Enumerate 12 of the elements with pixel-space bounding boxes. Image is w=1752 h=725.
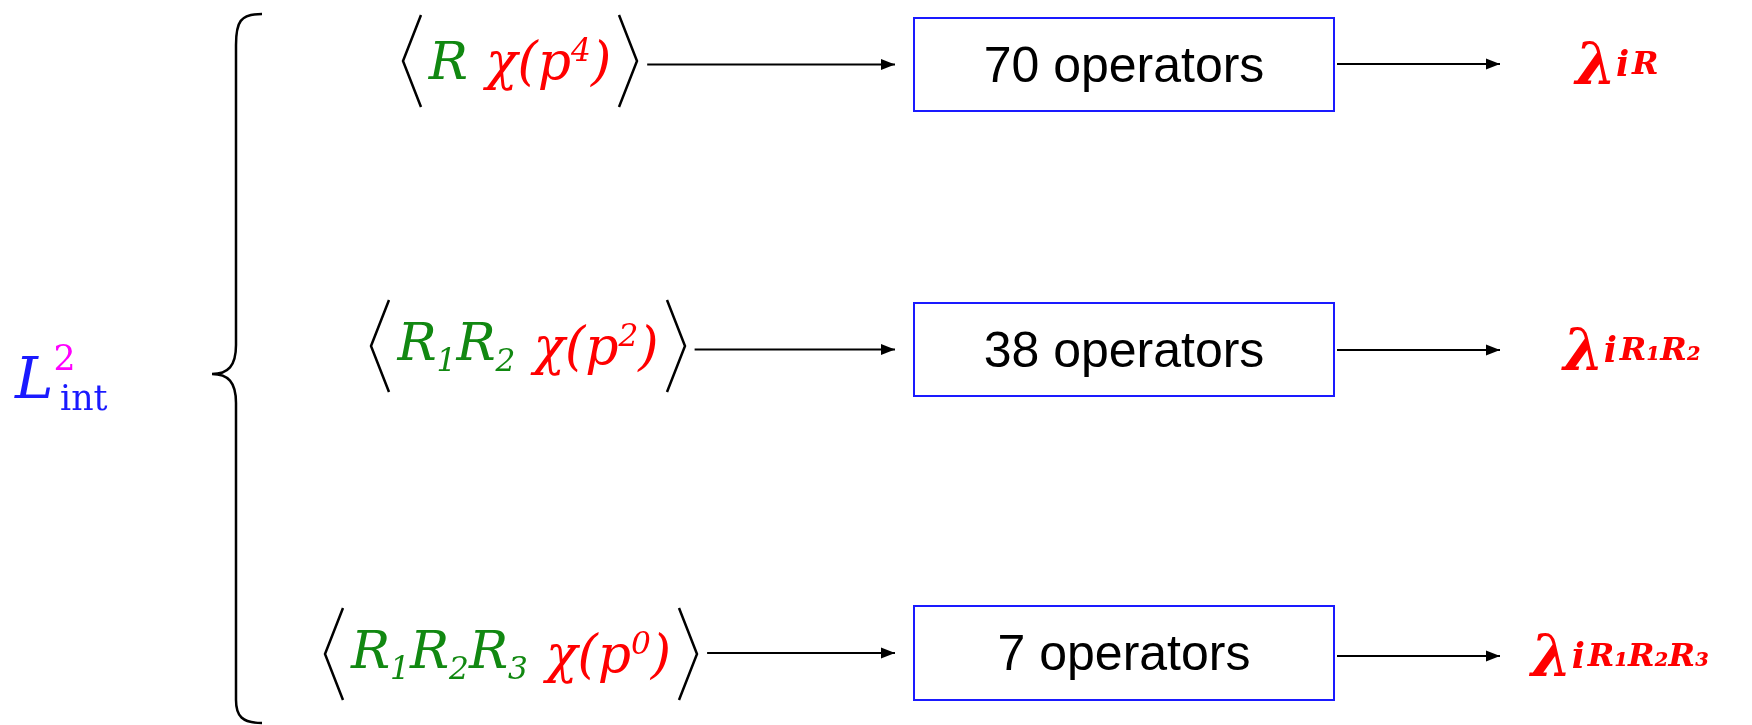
formula-text: R$_{1}$R$_{2}$ [397,315,516,377]
arrow [1336,650,1501,662]
arrow [1336,58,1501,70]
operator-box: 38 operators [913,302,1335,397]
arrow [706,647,896,659]
arrow [646,58,896,71]
arrow [693,343,896,356]
arrow [1336,344,1501,356]
operator-box: 7 operators [913,605,1335,701]
operator-box: 70 operators [913,17,1335,112]
formula-text: R$_{1}$R$_{2}$R$_{3}$ [350,623,528,685]
formula-text: R [428,35,468,87]
